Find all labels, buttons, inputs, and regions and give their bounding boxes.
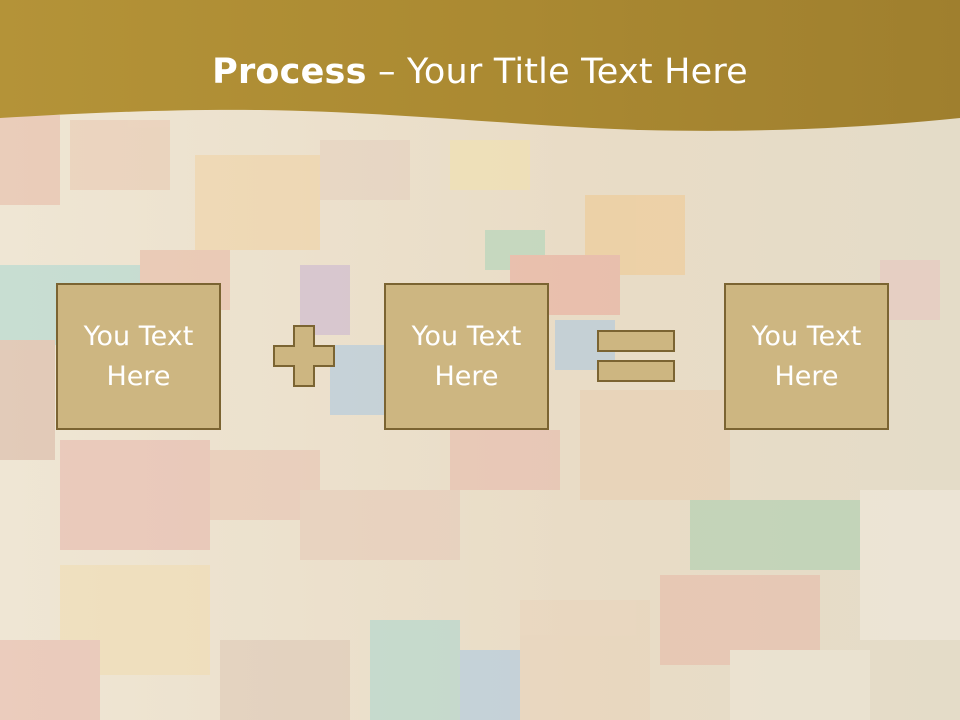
process-box-3-text: You Text Here [751, 320, 862, 392]
slide-title: Process – Your Title Text Here [0, 52, 960, 92]
equals-icon [597, 330, 675, 382]
title-text: – Your Title Text Here [366, 52, 748, 92]
process-box-1-text: You Text Here [83, 320, 194, 392]
plus-icon [273, 325, 335, 387]
process-box-1[interactable]: You Text Here [56, 283, 221, 430]
process-box-2[interactable]: You Text Here [384, 283, 549, 430]
title-banner [0, 0, 960, 131]
process-box-2-text: You Text Here [411, 320, 522, 392]
process-box-3[interactable]: You Text Here [724, 283, 889, 430]
title-bold: Process [212, 52, 367, 92]
